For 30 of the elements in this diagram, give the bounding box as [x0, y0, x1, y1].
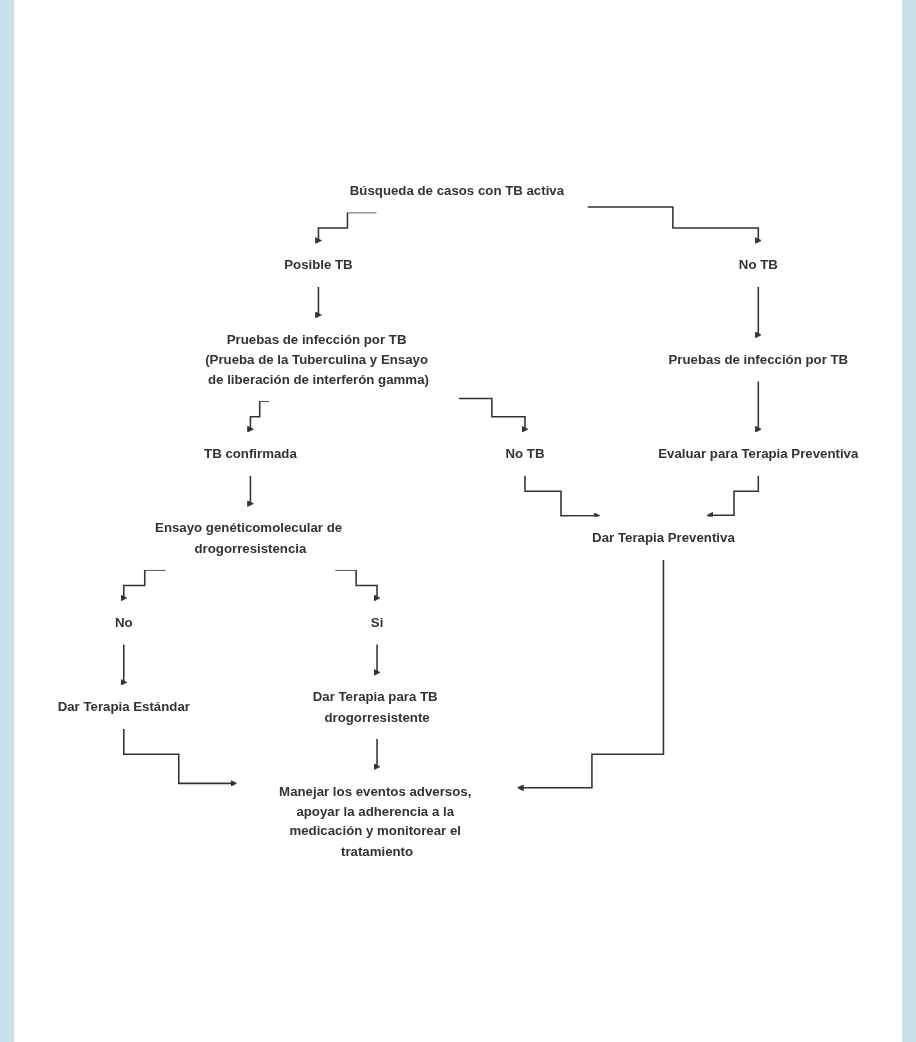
node-text: Búsqueda de casos con TB activa	[349, 183, 565, 199]
node-text: Posible TB	[284, 257, 353, 273]
arrow	[373, 643, 381, 676]
node-text: Dar Terapia para TB drogorresistente	[312, 689, 438, 725]
node-text: No	[114, 615, 133, 630]
arrow	[754, 286, 762, 339]
arrow	[334, 569, 381, 602]
arrow	[754, 380, 762, 433]
arrow	[247, 474, 254, 508]
node-text: No TB	[738, 257, 778, 273]
node-text: Pruebas de infección por TB (Prueba de la Tuberculina y Ensayo de liberación de interferón gamma)	[205, 332, 429, 387]
arrow	[120, 643, 128, 686]
arrow	[586, 206, 762, 244]
node-text: Evaluar para Terapia Preventiva	[658, 446, 859, 462]
arrow	[373, 737, 381, 771]
arrow	[315, 286, 322, 319]
arrow	[706, 474, 760, 519]
node-text: Si	[370, 615, 384, 630]
node-text: Manejar los eventos adversos, apoyar la adherencia a la medicación y monitorear el tratamiento	[279, 783, 472, 859]
node-text: Dar Terapia Preventiva	[592, 530, 735, 546]
node-text: Pruebas de infección por TB	[668, 352, 849, 367]
arrow	[517, 559, 665, 792]
arrow	[524, 474, 601, 520]
node-text: No TB	[505, 446, 545, 462]
node-text: TB confirmada	[204, 446, 297, 462]
node-text: Ensayo genéticomolecular de drogorresistencia	[155, 520, 343, 556]
arrow	[458, 397, 529, 433]
arrow	[123, 727, 238, 787]
node-text: Dar Terapia Estándar	[57, 699, 190, 715]
arrow	[120, 569, 167, 602]
